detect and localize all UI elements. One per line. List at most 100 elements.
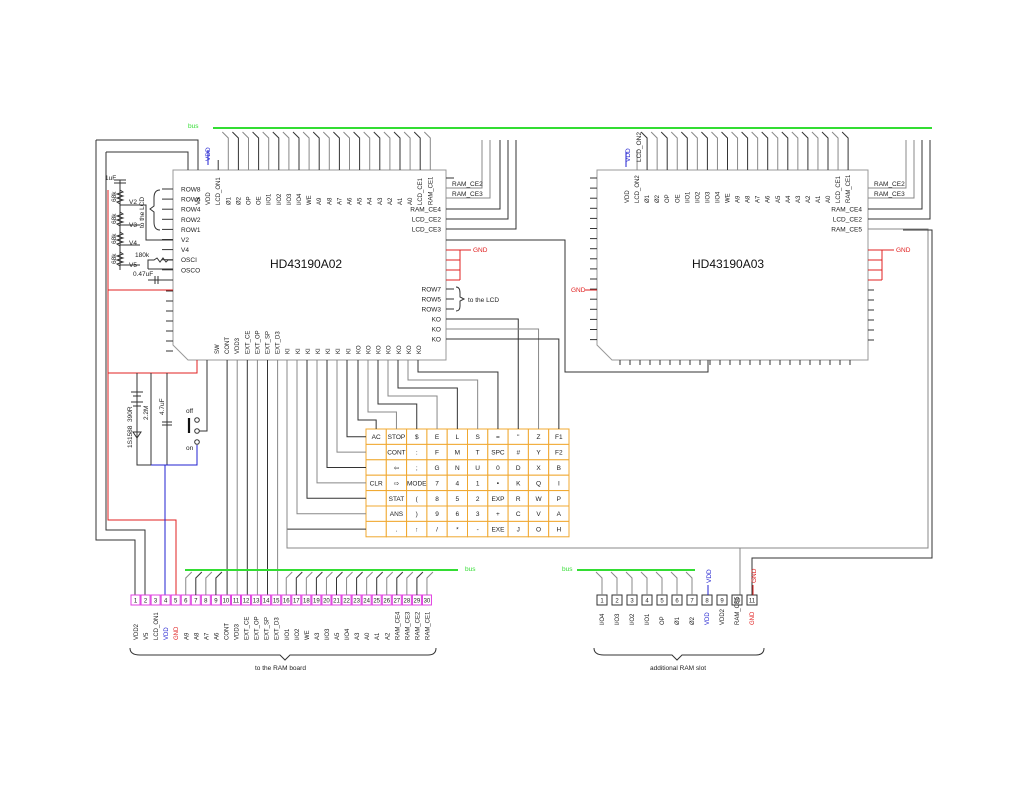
resistor-label: 68k — [111, 213, 118, 224]
key-label: F1 — [555, 434, 563, 441]
chip1-top-pin-label: Ø1 — [226, 196, 232, 205]
slot-connector-pin-number: 6 — [675, 599, 679, 605]
chip2-top-wire — [670, 131, 678, 170]
key-label: X — [536, 465, 541, 472]
slot-bus-tap — [685, 571, 693, 595]
chip2-top-wire — [841, 131, 849, 170]
chip1-top-pin-label: WE — [307, 195, 313, 205]
v4-label: V4 — [129, 240, 137, 247]
ram-connector-pin-number: 4 — [164, 599, 168, 605]
ram-connector-bus-tap — [336, 571, 343, 595]
chip1-top-pin-label: LCD_CE1 — [418, 177, 424, 205]
r-osc-label: 180k — [135, 252, 150, 259]
ki-wire — [326, 360, 366, 468]
chip2-vdd-label: VDD — [625, 148, 632, 162]
ram-connector-bus-tap — [185, 571, 193, 595]
ram-connector-pin-label: VDD3 — [235, 623, 241, 640]
ram-connector-pin-label: VDD2 — [134, 623, 140, 640]
key-label: 0 — [496, 465, 500, 472]
ram-connector-pin — [271, 594, 282, 606]
chip2-top-pin-label: I/O3 — [705, 191, 711, 203]
chip2-top-wire — [731, 131, 739, 170]
chip1-vdd-label: VDD — [205, 147, 212, 161]
chip1-bottom-pin-label: EXT_CE — [245, 331, 251, 354]
key-label: 9 — [435, 511, 439, 518]
ram-connector-pin-number: 13 — [253, 599, 260, 605]
key-label: J — [517, 527, 520, 534]
chip1-bottom-pin-label: KO — [397, 345, 403, 354]
chip2-top-wire — [741, 131, 749, 170]
chip2-ram-ce2: RAM_CE2 — [874, 181, 905, 188]
ram-connector-pin — [220, 594, 231, 606]
ram-connector-pin-number: 16 — [283, 599, 290, 605]
ram-connector-bus-tap — [315, 571, 323, 595]
chip1-gnd-label: GND — [473, 247, 488, 254]
key-label: MODE — [407, 480, 427, 487]
chip2-top-pin-label: I/O4 — [715, 191, 721, 203]
key-label: K — [516, 480, 521, 487]
ram-connector-pin-label: I/O1 — [285, 628, 291, 640]
key-label: R — [516, 496, 521, 503]
chip1-left-pin-label: ROW1 — [181, 227, 201, 234]
slot-connector-pin-label: I/O4 — [600, 613, 606, 625]
ram-connector-pin-label: I/O2 — [295, 628, 301, 640]
key-label: Y — [536, 450, 541, 457]
key-label: AC — [372, 434, 381, 441]
ram-connector-pin-label: RAM_CE2 — [415, 611, 421, 640]
ram-connector-pin-label: LCD_ON1 — [154, 612, 160, 640]
slot-connector-pin — [701, 594, 713, 606]
key-label: ; — [416, 465, 418, 472]
key-cell — [365, 505, 387, 522]
slot-bus-tap — [640, 571, 648, 595]
chip2-top-pin-label: A3 — [796, 195, 802, 203]
ram-connector-pin — [150, 594, 161, 606]
key-cell — [548, 520, 570, 538]
long-wire — [286, 360, 922, 549]
ko-right-wire — [446, 328, 540, 429]
ram-connector-pin-number: 26 — [383, 599, 390, 605]
chip1-top-pin-label: A5 — [358, 197, 364, 205]
resistor-label: 68k — [111, 191, 118, 202]
key-label: S — [475, 434, 480, 441]
v5-label: V5 — [129, 262, 137, 269]
key-label: P — [557, 496, 561, 503]
slot-connector-pin-number: 11 — [749, 599, 756, 605]
cap-1uf-label: 1uF — [105, 175, 116, 182]
ram-connector-pin-number: 18 — [303, 599, 310, 605]
chip2-right-pin-label: RAM_CE5 — [831, 227, 862, 234]
ram-connector-pin-number: 10 — [223, 599, 230, 605]
ram-connector-pin-label: A0 — [365, 632, 371, 640]
key-label: ) — [416, 511, 418, 518]
chip1-bottom-pin-label: VDD3 — [235, 337, 241, 354]
key-label: CONT — [387, 450, 405, 457]
chip1-to-lcd-left: to the LCD — [139, 197, 146, 228]
chip1-right-pin-label: KO — [432, 327, 441, 334]
ram-connector-bus-tap — [426, 571, 434, 595]
ram-connector-pin-number: 29 — [414, 599, 421, 605]
ram-connector-pin-number: 30 — [424, 599, 431, 605]
chip1-top-wire — [282, 131, 290, 170]
chip2-top-pin-label: A6 — [766, 195, 772, 203]
ram-connector-pin-label: A3 — [355, 632, 361, 640]
slot-vdd-top-label: VDD — [706, 569, 713, 583]
key-label: ⇦ — [394, 465, 400, 472]
key-label: O — [536, 527, 541, 534]
ram-connector-pin-number: 17 — [293, 599, 300, 605]
ram-connector-pin — [241, 594, 252, 606]
key-label: 4 — [456, 480, 460, 487]
ram-connector-bus-tap — [205, 571, 213, 595]
chip2-top-pin-label: A1 — [816, 195, 822, 203]
chip2-gnd-left-label: GND — [571, 287, 586, 294]
chip1-right-pin-label: RAM_CE4 — [410, 207, 441, 214]
chip1-bottom-pin-label: EXT_D3 — [276, 331, 282, 354]
ram-connector-pin-label: WE — [305, 630, 311, 640]
ram-connector-pin — [130, 594, 141, 606]
chip1-top-pin-label: OE — [257, 196, 263, 205]
chip2-top-pin-label: RAM_CE1 — [846, 174, 852, 203]
ram-connector-pin-label: A3 — [315, 632, 321, 640]
v3-label: V3 — [129, 222, 137, 229]
chip1-to-lcd-right: to the LCD — [468, 297, 499, 304]
chip2-top-wire — [650, 131, 658, 170]
ki-wire — [336, 360, 366, 453]
slot-connector-pin-number: 3 — [630, 599, 634, 605]
